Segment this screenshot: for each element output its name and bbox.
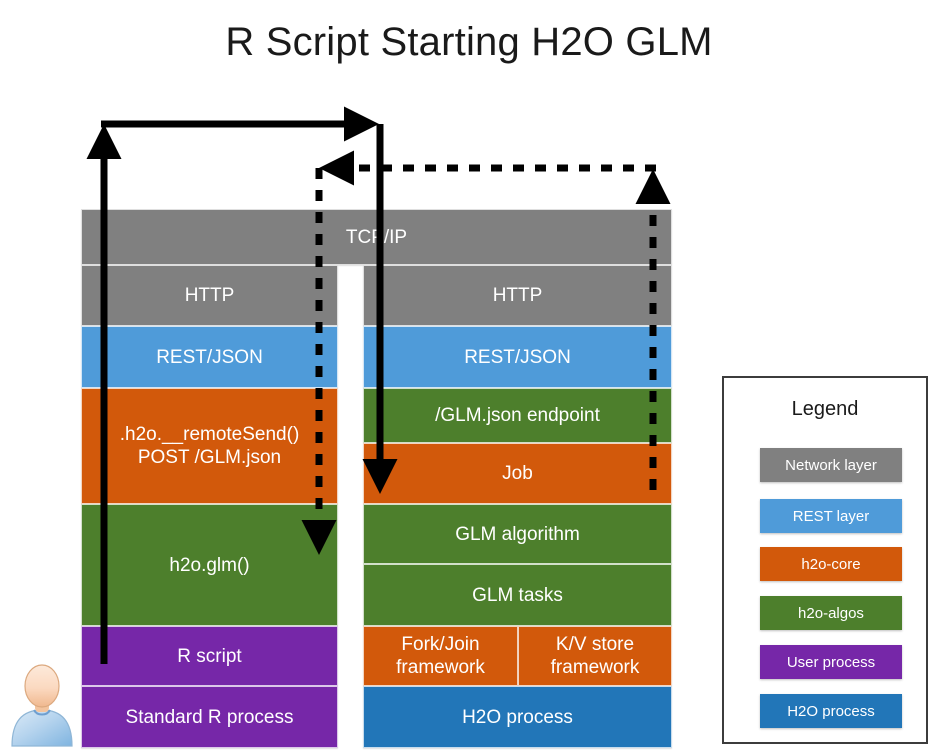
right-block-job: Job xyxy=(363,443,672,504)
left-block-rest-json: REST/JSON xyxy=(81,326,338,388)
left-block-r-script: R script xyxy=(81,626,338,686)
block-tcp-ip: TCP/IP xyxy=(81,209,672,265)
block-label: GLM algorithm xyxy=(455,523,580,545)
user-avatar xyxy=(11,664,73,747)
right-block-fork-join-framework: Fork/Join framework xyxy=(363,626,518,686)
legend-item-h2o-algos: h2o-algos xyxy=(760,596,902,630)
avatar-collar-icon xyxy=(33,709,51,716)
block-label-line1: .h2o.__remoteSend() xyxy=(119,424,300,445)
block-label-line1: Fork/Join xyxy=(401,634,480,655)
legend-item-label: REST layer xyxy=(792,507,870,525)
block-label: Job xyxy=(502,463,533,484)
page-title: R Script Starting H2O GLM xyxy=(225,20,713,64)
block-label: HTTP xyxy=(492,285,543,306)
right-block-glm-algorithm: GLM algorithm xyxy=(363,504,672,564)
block-label-line1: K/V store xyxy=(555,634,635,655)
legend-item-h2o-process: H2O process xyxy=(760,694,902,728)
block-label: TCP/IP xyxy=(345,226,408,248)
legend: Legend Network layer REST layer h2o-core… xyxy=(722,376,928,744)
left-block-h2o-glm: h2o.glm() xyxy=(81,504,338,626)
legend-title: Legend xyxy=(791,398,859,420)
avatar-head-icon xyxy=(24,664,60,708)
left-block-http: HTTP xyxy=(81,265,338,326)
legend-item-label: H2O process xyxy=(787,702,875,720)
block-label: HTTP xyxy=(184,285,235,306)
block-label: R script xyxy=(177,645,242,667)
left-block-remote-send: .h2o.__remoteSend() POST /GLM.json xyxy=(81,388,338,504)
block-label: REST/JSON xyxy=(156,346,263,368)
block-label-line2: framework xyxy=(396,657,485,678)
block-label: GLM tasks xyxy=(472,584,563,606)
block-label: /GLM.json endpoint xyxy=(435,405,600,426)
right-block-glm-tasks: GLM tasks xyxy=(363,564,672,626)
right-block-glm-endpoint: /GLM.json endpoint xyxy=(363,388,672,443)
legend-item-network-layer: Network layer xyxy=(760,448,902,482)
block-label: h2o.glm() xyxy=(169,554,250,576)
legend-item-label: h2o-core xyxy=(801,555,861,573)
legend-item-rest-layer: REST layer xyxy=(760,499,902,533)
legend-item-label: Network layer xyxy=(785,456,877,474)
legend-item-label: h2o-algos xyxy=(798,604,864,622)
left-block-standard-r-process: Standard R process xyxy=(81,686,338,748)
right-block-kv-store-framework: K/V store framework xyxy=(518,626,672,686)
block-label-line2: framework xyxy=(550,657,640,678)
block-label: REST/JSON xyxy=(464,346,571,368)
legend-item-label: User process xyxy=(786,653,876,671)
legend-item-user-process: User process xyxy=(760,645,902,679)
right-block-http: HTTP xyxy=(363,265,672,326)
legend-item-h2o-core: h2o-core xyxy=(760,547,902,581)
block-label-line2: POST /GLM.json xyxy=(137,447,282,468)
right-block-h2o-process: H2O process xyxy=(363,686,672,748)
right-block-rest-json: REST/JSON xyxy=(363,326,672,388)
block-label: Standard R process xyxy=(125,706,294,728)
block-label: H2O process xyxy=(462,706,573,728)
